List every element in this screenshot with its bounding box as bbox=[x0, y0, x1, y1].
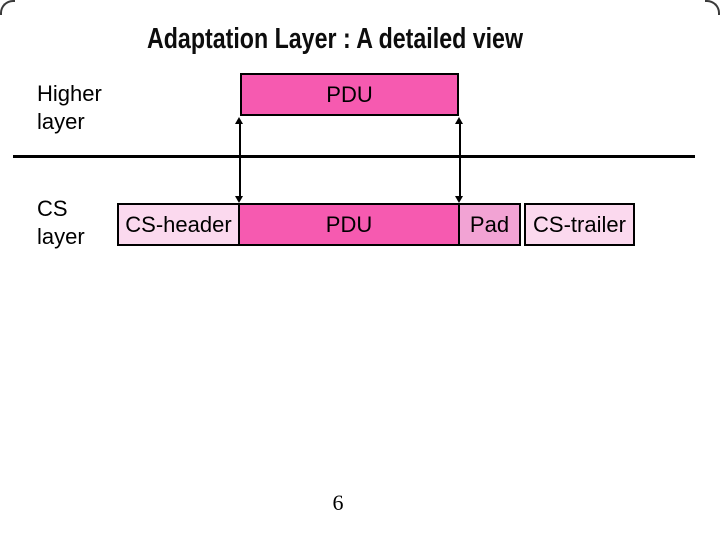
arrow-shaft bbox=[458, 122, 461, 198]
pad-label: Pad bbox=[469, 211, 510, 237]
slide-corner-ornament-top-left bbox=[0, 0, 15, 15]
arrow-up-icon bbox=[455, 117, 463, 124]
mapping-arrow-right bbox=[455, 117, 464, 203]
cs-layer-pdu-label: PDU bbox=[325, 211, 373, 237]
cs-layer-pdu-box: PDU bbox=[238, 203, 460, 246]
cs-trailer-box: CS-trailer bbox=[524, 203, 635, 246]
arrow-down-icon bbox=[235, 196, 243, 203]
slide-title-text: Adaptation Layer : A detailed view bbox=[146, 23, 523, 55]
higher-layer-pdu-box: PDU bbox=[240, 73, 459, 116]
arrow-shaft bbox=[238, 122, 241, 198]
page-number: 6 bbox=[332, 490, 344, 515]
mapping-arrow-left bbox=[235, 117, 244, 203]
slide-title: Adaptation Layer : A detailed view bbox=[0, 23, 670, 56]
cs-trailer-label: CS-trailer bbox=[533, 211, 626, 237]
cs-header-label: CS-header bbox=[125, 211, 232, 237]
layer-divider-line bbox=[13, 155, 695, 158]
higher-layer-label: Higher layer bbox=[37, 81, 102, 134]
slide-corner-ornament-top-right bbox=[705, 0, 720, 15]
arrow-down-icon bbox=[455, 196, 463, 203]
higher-layer-pdu-label: PDU bbox=[326, 81, 373, 107]
cs-header-box: CS-header bbox=[117, 203, 240, 246]
pad-box: Pad bbox=[458, 203, 521, 246]
arrow-up-icon bbox=[235, 117, 243, 124]
cs-layer-label: CS layer bbox=[37, 196, 85, 249]
